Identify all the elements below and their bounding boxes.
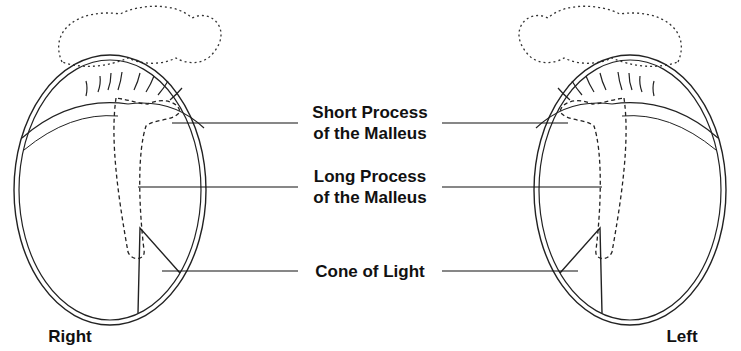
- side-label: Right: [40, 326, 100, 347]
- side-label: Left: [652, 326, 712, 347]
- part-label: Long Process of the Malleus: [306, 166, 434, 208]
- right-eardrum: [14, 6, 298, 325]
- part-label: Short Process of the Malleus: [306, 102, 434, 144]
- part-label: Cone of Light: [306, 261, 434, 282]
- left-eardrum: [442, 6, 726, 325]
